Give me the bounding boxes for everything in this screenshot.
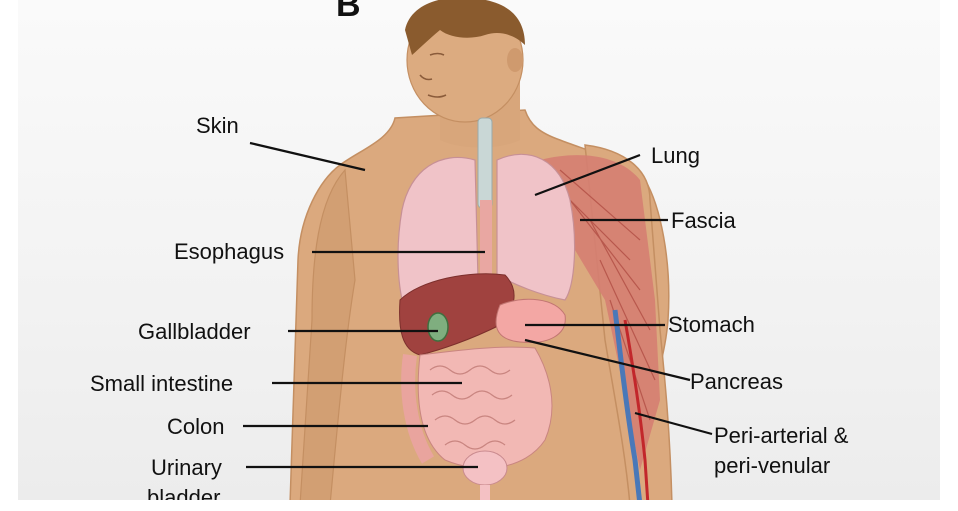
label-colon: Colon: [167, 413, 224, 440]
frame-left: [0, 0, 18, 505]
label-lung: Lung: [651, 142, 700, 169]
label-gallbladder: Gallbladder: [138, 318, 251, 345]
panel-letter: B: [336, 0, 361, 25]
label-peri-line1: Peri-arterial &: [714, 422, 848, 449]
label-esophagus: Esophagus: [174, 238, 284, 265]
frame-bottom: [0, 500, 958, 505]
small-intestine-organ: [418, 347, 552, 468]
label-stomach: Stomach: [668, 311, 755, 338]
label-skin: Skin: [196, 112, 239, 139]
skin-leader: [250, 143, 365, 170]
esophagus: [480, 200, 492, 285]
trachea: [478, 118, 492, 208]
ear: [507, 48, 523, 72]
label-fascia: Fascia: [671, 207, 736, 234]
frame-right: [940, 0, 958, 505]
label-urinary-bladder-line2: bladder: [147, 484, 220, 511]
label-urinary-bladder-line1: Urinary: [151, 454, 222, 481]
stomach-organ: [496, 299, 565, 342]
label-peri-line2: peri-venular: [714, 452, 830, 479]
gallbladder-organ: [428, 313, 448, 341]
label-small-intestine: Small intestine: [90, 370, 233, 397]
label-pancreas: Pancreas: [690, 368, 783, 395]
